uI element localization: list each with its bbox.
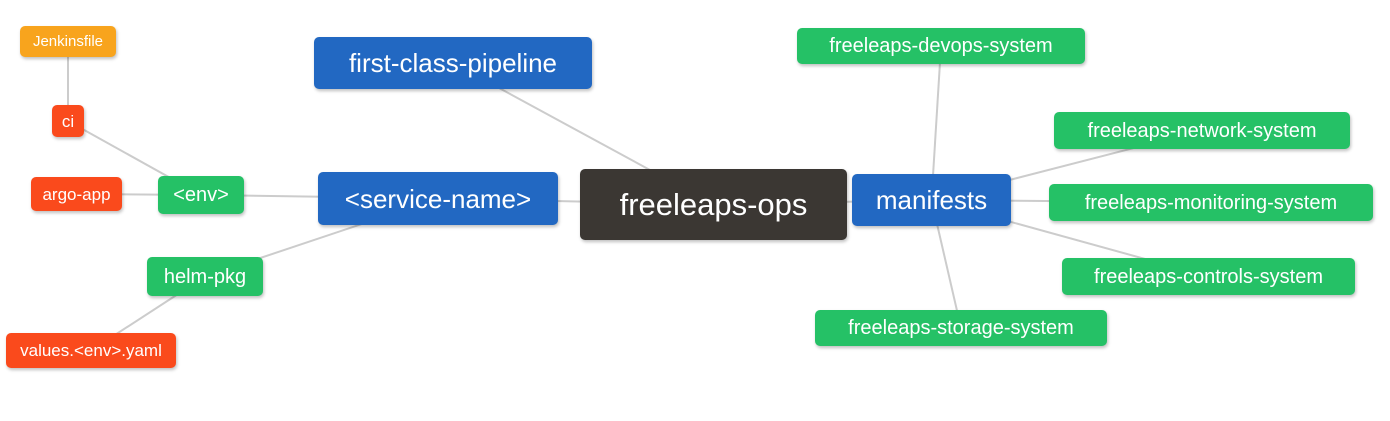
node-jenkinsfile[interactable]: Jenkinsfile bbox=[20, 26, 116, 57]
node-first-class-pipeline[interactable]: first-class-pipeline bbox=[314, 37, 592, 89]
node-label-first-class-pipeline: first-class-pipeline bbox=[348, 48, 558, 78]
node-freeleaps-ops[interactable]: freeleaps-ops bbox=[580, 169, 847, 240]
node-label-freeleaps-storage-system: freeleaps-storage-system bbox=[848, 317, 1074, 339]
node-values-env-yaml[interactable]: values.<env>.yaml bbox=[6, 333, 176, 368]
node-label-jenkinsfile: Jenkinsfile bbox=[32, 33, 104, 50]
node-argo-app[interactable]: argo-app bbox=[31, 177, 122, 211]
node-freeleaps-controls-system[interactable]: freeleaps-controls-system bbox=[1062, 258, 1355, 295]
node-manifests[interactable]: manifests bbox=[852, 174, 1011, 226]
node-helm-pkg[interactable]: helm-pkg bbox=[147, 257, 263, 296]
node-label-freeleaps-ops: freeleaps-ops bbox=[619, 187, 808, 222]
node-env[interactable]: <env> bbox=[158, 176, 244, 214]
node-label-freeleaps-devops-system: freeleaps-devops-system bbox=[829, 35, 1053, 57]
node-label-helm-pkg: helm-pkg bbox=[163, 265, 247, 288]
node-ci[interactable]: ci bbox=[52, 105, 84, 137]
node-freeleaps-monitoring-system[interactable]: freeleaps-monitoring-system bbox=[1049, 184, 1373, 221]
node-freeleaps-storage-system[interactable]: freeleaps-storage-system bbox=[815, 310, 1107, 346]
node-label-argo-app: argo-app bbox=[42, 184, 111, 204]
node-label-freeleaps-controls-system: freeleaps-controls-system bbox=[1094, 265, 1323, 288]
node-label-ci: ci bbox=[61, 111, 75, 131]
node-label-freeleaps-network-system: freeleaps-network-system bbox=[1087, 119, 1317, 142]
node-label-freeleaps-monitoring-system: freeleaps-monitoring-system bbox=[1084, 191, 1338, 214]
node-service-name[interactable]: <service-name> bbox=[318, 172, 558, 225]
node-label-manifests: manifests bbox=[875, 185, 988, 215]
node-label-values-env-yaml: values.<env>.yaml bbox=[20, 341, 162, 360]
node-freeleaps-devops-system[interactable]: freeleaps-devops-system bbox=[797, 28, 1085, 64]
node-label-env: <env> bbox=[173, 184, 229, 206]
node-freeleaps-network-system[interactable]: freeleaps-network-system bbox=[1054, 112, 1350, 149]
node-label-service-name: <service-name> bbox=[344, 183, 532, 214]
